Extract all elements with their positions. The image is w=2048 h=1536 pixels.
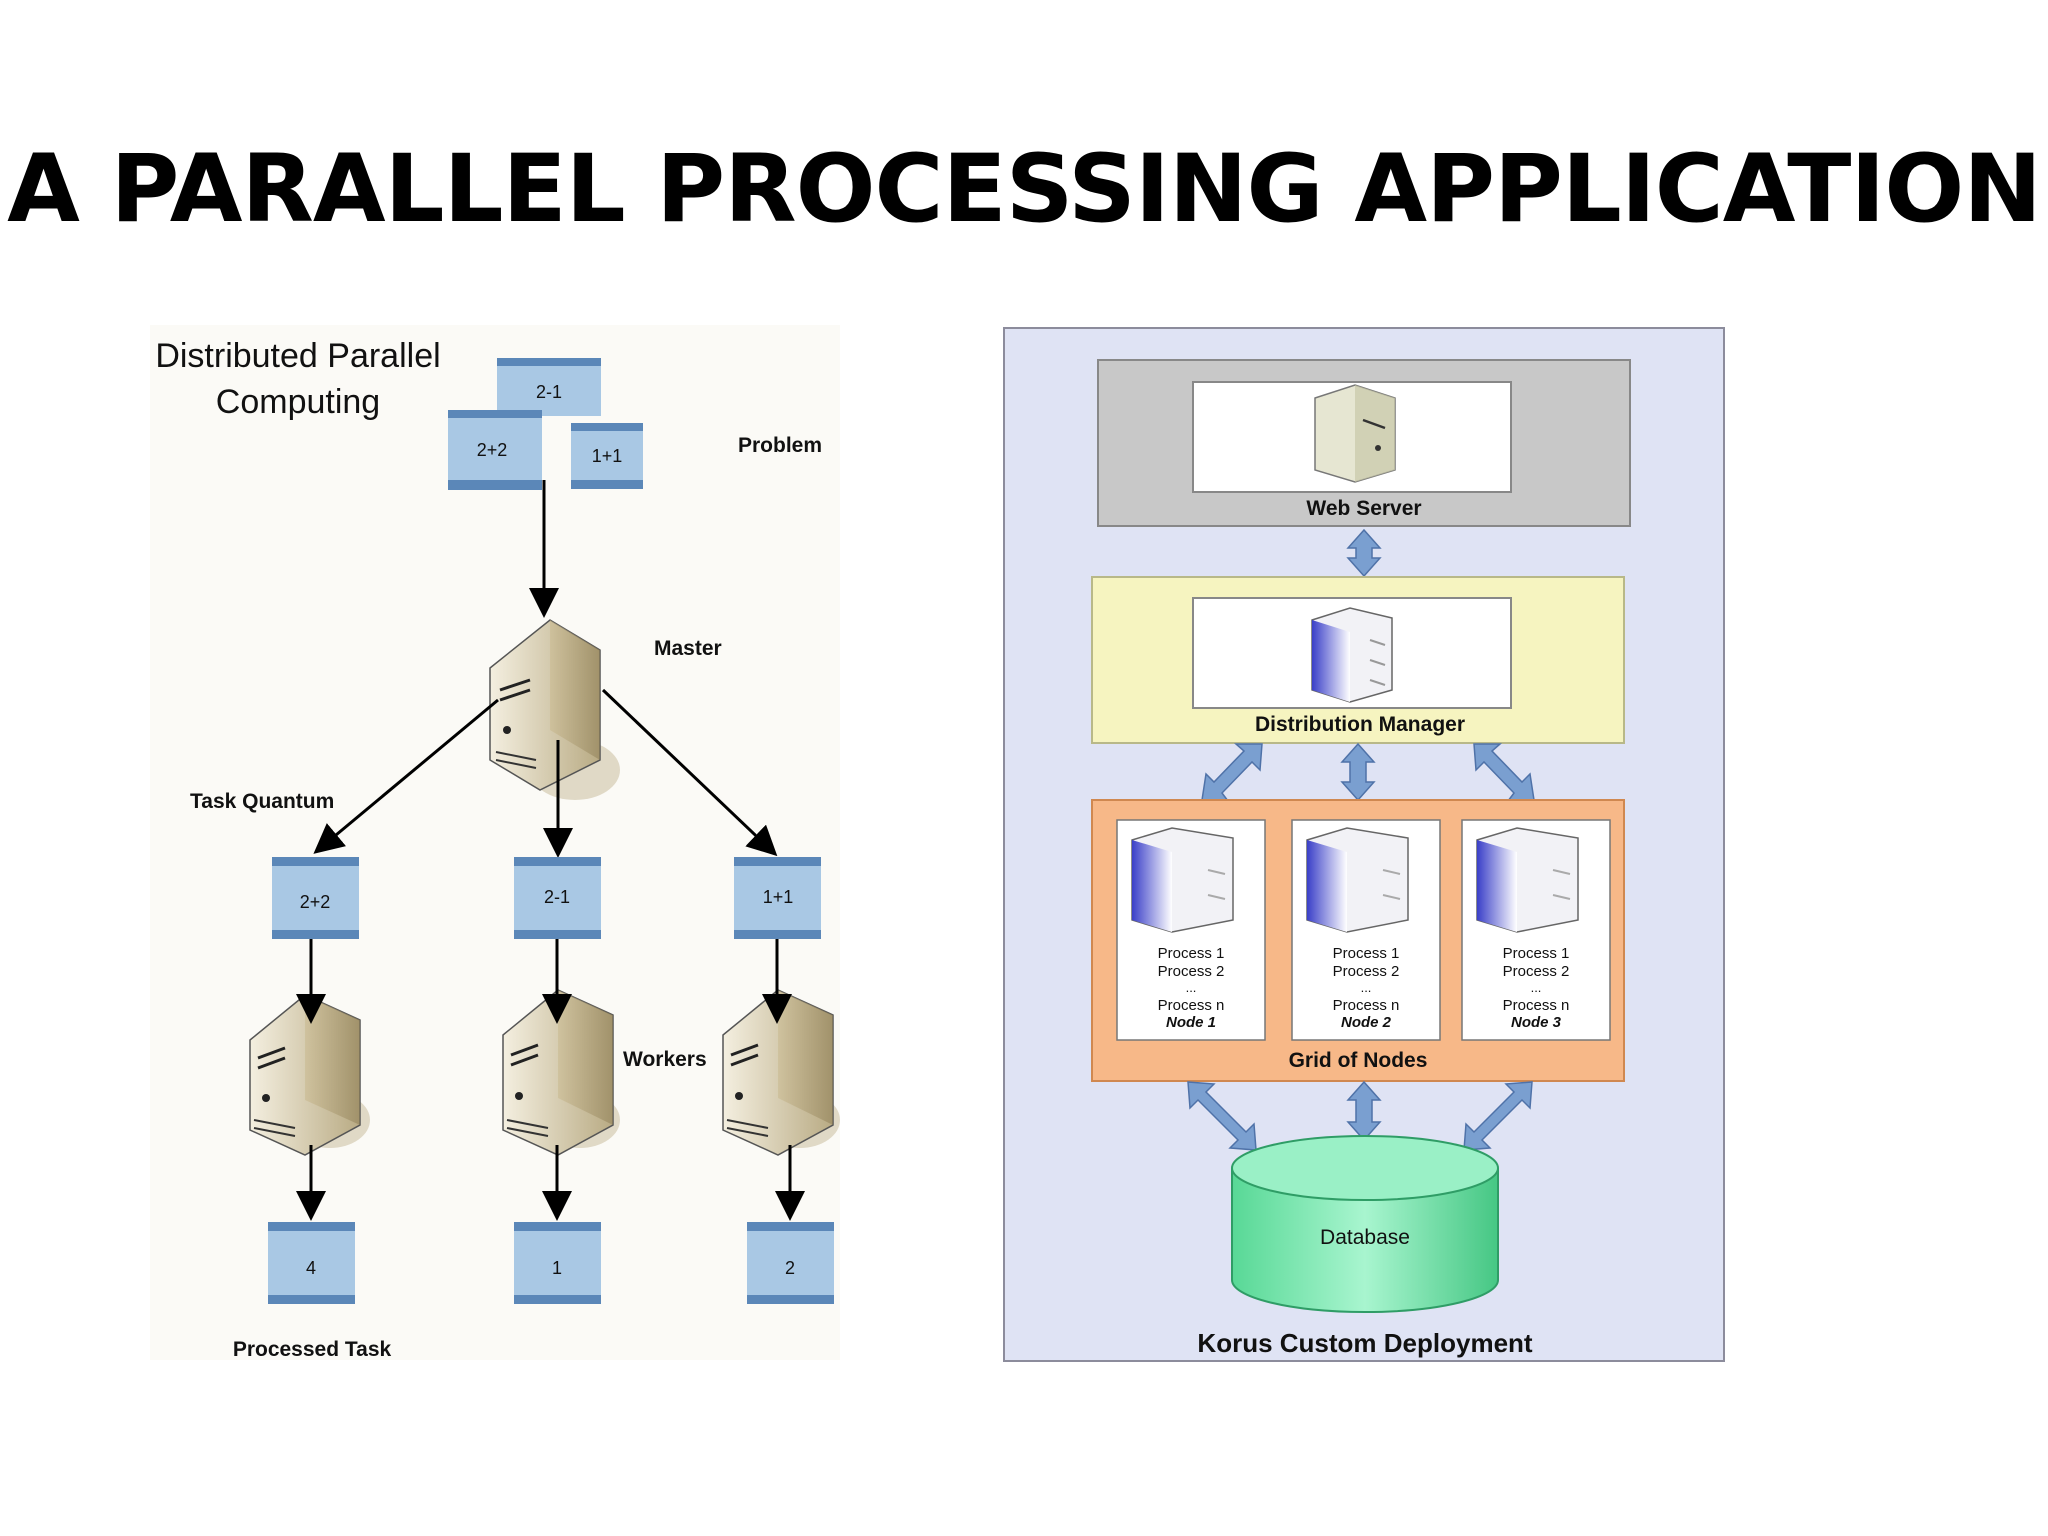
distribution-manager-label: Distribution Manager [1255,713,1465,736]
node-1-process-1: Process 1 [1158,945,1225,962]
deployment-footer-label: Korus Custom Deployment [1197,1328,1532,1358]
worker-server-icon-1 [249,994,370,1156]
left-diagram-background [150,325,840,1360]
node-2-process-2: Process 2 [1333,963,1400,980]
right-diagram: Web Server Distribution Manager [1003,327,1725,1362]
workers-label: Workers [623,1048,707,1071]
distribution-manager-icon [1311,607,1393,703]
web-server-icon [1314,384,1396,483]
problem-label: Problem [738,434,822,457]
node-1-process-2: Process 2 [1158,963,1225,980]
node-2-name: Node 2 [1341,1014,1392,1031]
node-3-process-n: Process n [1503,997,1570,1014]
master-label: Master [654,637,722,660]
node-card-1: Process 1 Process 2 ... Process n Node 1 [1116,819,1266,1041]
node-server-icon-1 [1131,827,1234,933]
node-1-name: Node 1 [1166,1014,1216,1031]
node-1-process-n: Process n [1158,997,1225,1014]
result-block-1: 4 [268,1222,355,1304]
node-2-process-n: Process n [1333,997,1400,1014]
svg-text:4: 4 [306,1258,316,1278]
node-server-icon-3 [1476,827,1579,933]
arrow-master-to-task-1 [313,698,499,854]
node-card-3: Process 1 Process 2 ... Process n Node 3 [1461,819,1611,1041]
master-server-icon [489,619,620,800]
node-3-process-2: Process 2 [1503,963,1570,980]
distribution-manager-box: Distribution Manager [1091,576,1625,744]
result-block-3: 2 [747,1222,834,1304]
node-3-process-1: Process 1 [1503,945,1570,962]
node-server-icon-2 [1306,827,1409,933]
svg-text:2+2: 2+2 [300,892,331,912]
problem-block-right: 1+1 [571,423,643,489]
node-2-process-1: Process 1 [1333,945,1400,962]
svg-text:1: 1 [552,1258,562,1278]
arrow-master-to-task-3 [601,688,778,857]
problem-block-top: 2-1 [497,358,601,416]
result-block-2: 1 [514,1222,601,1304]
svg-text:1+1: 1+1 [592,446,623,466]
left-heading-line2: Computing [216,383,380,421]
worker-server-icon-3 [722,989,840,1156]
processed-task-label: Processed Task [233,1338,392,1361]
svg-text:2-1: 2-1 [544,887,570,907]
left-diagram: Distributed Parallel Computing 2-1 2+2 1… [150,325,840,1361]
svg-text:2-1: 2-1 [536,382,562,402]
node-card-2: Process 1 Process 2 ... Process n Node 2 [1291,819,1441,1041]
left-heading-line1: Distributed Parallel [155,337,440,375]
task-block-2: 2-1 [514,857,601,939]
node-3-name: Node 3 [1511,1014,1562,1031]
svg-text:2+2: 2+2 [477,440,508,460]
slide-title: A PARALLEL PROCESSING APPLICATION [7,135,2042,244]
database-label: Database [1320,1226,1410,1249]
database-cylinder: Database [1231,1135,1499,1313]
web-server-label: Web Server [1306,497,1421,520]
node-1-dots: ... [1186,980,1197,995]
task-block-1: 2+2 [272,857,359,939]
svg-text:1+1: 1+1 [763,887,794,907]
node-2-dots: ... [1361,980,1372,995]
node-3-dots: ... [1531,980,1542,995]
task-block-3: 1+1 [734,857,821,939]
web-server-box: Web Server [1097,359,1631,527]
grid-of-nodes-label: Grid of Nodes [1289,1049,1428,1072]
problem-block-left: 2+2 [448,410,542,490]
grid-of-nodes-box: Process 1 Process 2 ... Process n Node 1… [1091,799,1625,1082]
svg-text:2: 2 [785,1258,795,1278]
task-quantum-label: Task Quantum [190,790,334,813]
